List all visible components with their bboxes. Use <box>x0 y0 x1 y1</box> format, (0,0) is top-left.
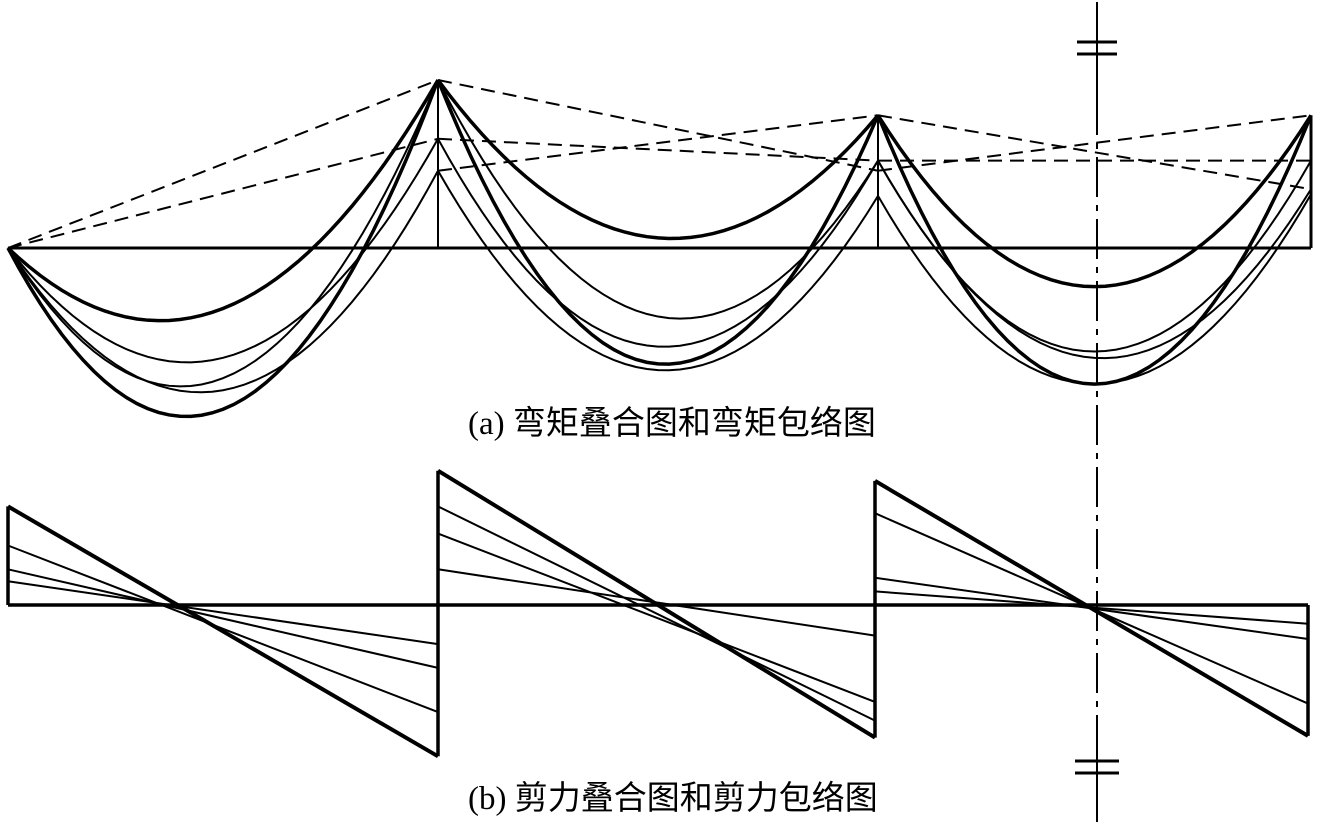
dashed-closing-line <box>877 114 1312 191</box>
shear-case-line <box>437 505 876 722</box>
shear-case-line <box>437 532 876 703</box>
moment-envelope-min <box>6 79 440 323</box>
moment-envelope-min <box>876 114 1313 289</box>
moment-envelope-max <box>876 114 1313 386</box>
moment-diagram-caption: (a) 弯矩叠合图和弯矩包络图 <box>468 406 876 442</box>
moment-curve-case-2 <box>7 138 439 364</box>
shear-case-line <box>7 580 439 646</box>
moment-envelope-min <box>436 78 880 241</box>
moment-diagram <box>6 78 1313 419</box>
moment-curve-case-2 <box>437 138 879 348</box>
moment-curve-case-3 <box>7 170 439 394</box>
dashed-closing-line <box>437 79 879 172</box>
dashed-closing-line <box>7 79 439 249</box>
shear-case-line <box>7 568 439 669</box>
shear-case-line <box>874 590 1309 625</box>
shear-case-line <box>7 544 439 714</box>
shear-diagram-caption: (b) 剪力叠合图和剪力包络图 <box>468 781 878 817</box>
moment-curve-case-1 <box>437 79 879 320</box>
dashed-closing-line <box>7 137 439 249</box>
moment-envelope-max <box>6 79 440 419</box>
dashed-closing-line <box>877 114 1312 172</box>
symmetry-centerline <box>1075 2 1119 822</box>
dashed-closing-line <box>437 137 879 162</box>
moment-curve-case-3 <box>437 170 879 372</box>
moment-curve-case-3 <box>877 193 1312 385</box>
moment-envelope-max <box>436 79 880 366</box>
shear-diagram <box>6 468 1310 759</box>
shear-case-line <box>437 568 876 637</box>
moment-curve-case-1 <box>877 160 1312 353</box>
shear-envelope-line <box>6 504 440 759</box>
moment-curve-case-1 <box>7 79 439 388</box>
shear-envelope-line <box>436 468 877 740</box>
